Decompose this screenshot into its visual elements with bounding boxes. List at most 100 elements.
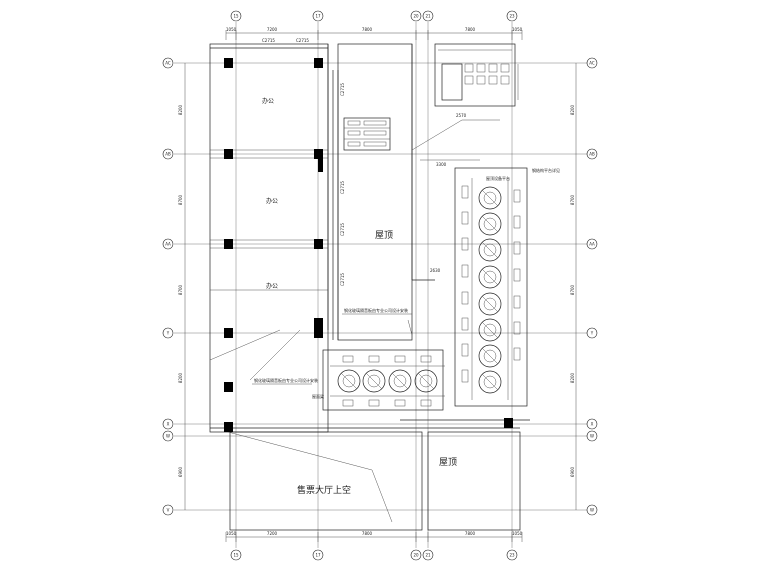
column	[224, 58, 233, 68]
axis-bubble-top-17	[312, 10, 324, 22]
fan-unit	[362, 369, 386, 393]
axis-label-right-V: W	[590, 508, 594, 513]
room-roof-1: 屋顶	[375, 230, 393, 241]
fan-units-horizontal	[330, 355, 445, 407]
dim-right-4: 8200	[570, 372, 575, 383]
fan-unit	[478, 318, 502, 342]
column	[318, 150, 323, 172]
fan-unit	[337, 369, 361, 393]
axis-label-top-20: 20	[413, 14, 419, 19]
axis-bubble-left-W	[162, 430, 174, 442]
dim-bot-5: 1050	[512, 531, 523, 536]
fan-unit	[478, 344, 502, 368]
dimension-right: 8200 8700 8700 8200 6900	[570, 63, 577, 510]
axis-label-bot-20: 20	[413, 553, 419, 558]
fan-unit	[414, 369, 438, 393]
axis-bubble-right-X	[586, 418, 598, 430]
grid-bubbles-top: 15 17 20 21 23	[230, 10, 518, 22]
axis-bubble-left-AC	[162, 57, 174, 69]
axis-label-left-W: W	[166, 434, 170, 439]
room-office-2: 办公	[266, 197, 278, 205]
dimension-left: 8200 8700 8700 8200 6900	[178, 63, 186, 510]
dim-left-1: 8200	[178, 104, 183, 115]
axis-label-left-Y: Y	[166, 331, 170, 336]
column	[504, 418, 513, 428]
building-walls	[209, 43, 530, 531]
dim-right-5: 6900	[570, 466, 575, 477]
axis-label-left-AB: AB	[165, 152, 171, 157]
dim-top-4: 7800	[465, 27, 476, 32]
dimension-top: 1050 7200 7800 7800 1050	[225, 27, 523, 40]
fan-unit	[388, 369, 412, 393]
axis-label-top-23: 23	[509, 14, 515, 19]
room-office-1: 办公	[262, 97, 274, 105]
dim-top-1: 1050	[226, 27, 237, 32]
equipment-panels	[343, 49, 519, 151]
dimension-bottom: 1050 7200 7800 7800 1050	[225, 531, 523, 542]
axis-label-top-17: 17	[315, 14, 321, 19]
note-steel-right: 钢结构平台详见	[532, 167, 560, 173]
note-glass-1: 钢化玻璃隔音板由专业公司设计安装	[344, 307, 408, 313]
column	[224, 149, 233, 159]
grid-bubbles-right: AC AB AA Y X W W	[586, 57, 598, 516]
axis-bubble-bot-17	[312, 549, 324, 561]
room-hall: 售票大厅上空	[297, 484, 351, 496]
window-tag: C2715	[340, 223, 345, 236]
axis-label-right-AA: AA	[589, 242, 595, 247]
dim-top-3: 7800	[362, 27, 373, 32]
axis-label-left-X: X	[167, 422, 170, 427]
axis-label-right-X: X	[591, 422, 594, 427]
grid-bubbles-bottom: 15 17 20 21 23	[230, 549, 518, 561]
axis-label-bot-17: 17	[315, 553, 321, 558]
axis-bubble-left-AB	[162, 148, 174, 160]
axis-bubble-right-W	[586, 430, 598, 442]
axis-bubble-bot-23	[506, 549, 518, 561]
axis-bubble-bot-20	[410, 549, 422, 561]
dim-left-3: 8700	[178, 284, 183, 295]
note-dim-2630: 2630	[430, 268, 441, 273]
leader-lines	[209, 119, 500, 523]
axis-bubble-top-21	[422, 10, 434, 22]
axis-bubble-right-AA	[586, 238, 598, 250]
axis-bubble-bot-15	[230, 549, 242, 561]
dim-left-4: 8200	[178, 372, 183, 383]
axis-bubble-right-AB	[586, 148, 598, 160]
grid-lines	[174, 22, 588, 548]
axis-bubble-top-23	[506, 10, 518, 22]
axis-bubble-top-15	[230, 10, 242, 22]
dim-left-5: 6900	[178, 466, 183, 477]
annotations: 钢化玻璃隔音板由专业公司设计安装 钢化玻璃隔音板由专业公司设计安装 屋顶设备平台…	[252, 113, 560, 399]
window-tags: C2715 C2715 C2715 C2715 C2715 C2715	[262, 38, 345, 286]
axis-bubble-right-AC	[586, 57, 598, 69]
dim-right-3: 8700	[570, 284, 575, 295]
axis-bubble-left-Y	[162, 327, 174, 339]
axis-label-left-V: V	[167, 508, 170, 513]
window-tag: C2715	[340, 181, 345, 194]
fan-unit	[478, 186, 502, 210]
axis-bubble-left-V	[162, 504, 174, 516]
axis-label-right-W: W	[590, 434, 594, 439]
dim-bot-2: 7200	[267, 531, 278, 536]
axis-label-left-AC: AC	[165, 61, 171, 66]
room-office-3: 办公	[266, 282, 278, 290]
note-glass-2: 钢化玻璃隔音板由专业公司设计安装	[254, 377, 318, 383]
dim-left-2: 8700	[178, 194, 183, 205]
axis-label-bot-23: 23	[509, 553, 515, 558]
axis-bubble-right-V	[586, 504, 598, 516]
window-tag: C2715	[262, 38, 275, 43]
column	[314, 58, 323, 68]
structural-columns	[224, 58, 513, 432]
axis-label-left-AA: AA	[165, 242, 171, 247]
dim-right-1: 8200	[570, 104, 575, 115]
axis-label-top-15: 15	[233, 14, 239, 19]
fan-unit	[478, 212, 502, 236]
window-tag: C2715	[340, 273, 345, 286]
dim-bot-4: 7800	[465, 531, 476, 536]
fan-units-vertical	[461, 178, 521, 400]
axis-label-top-21: 21	[425, 14, 431, 19]
column	[224, 328, 233, 338]
axis-label-bot-15: 15	[233, 553, 239, 558]
window-tag: C2715	[296, 38, 309, 43]
dim-bot-1: 1050	[226, 531, 237, 536]
room-labels: 办公 办公 办公 屋顶 屋顶 售票大厅上空	[262, 97, 457, 496]
